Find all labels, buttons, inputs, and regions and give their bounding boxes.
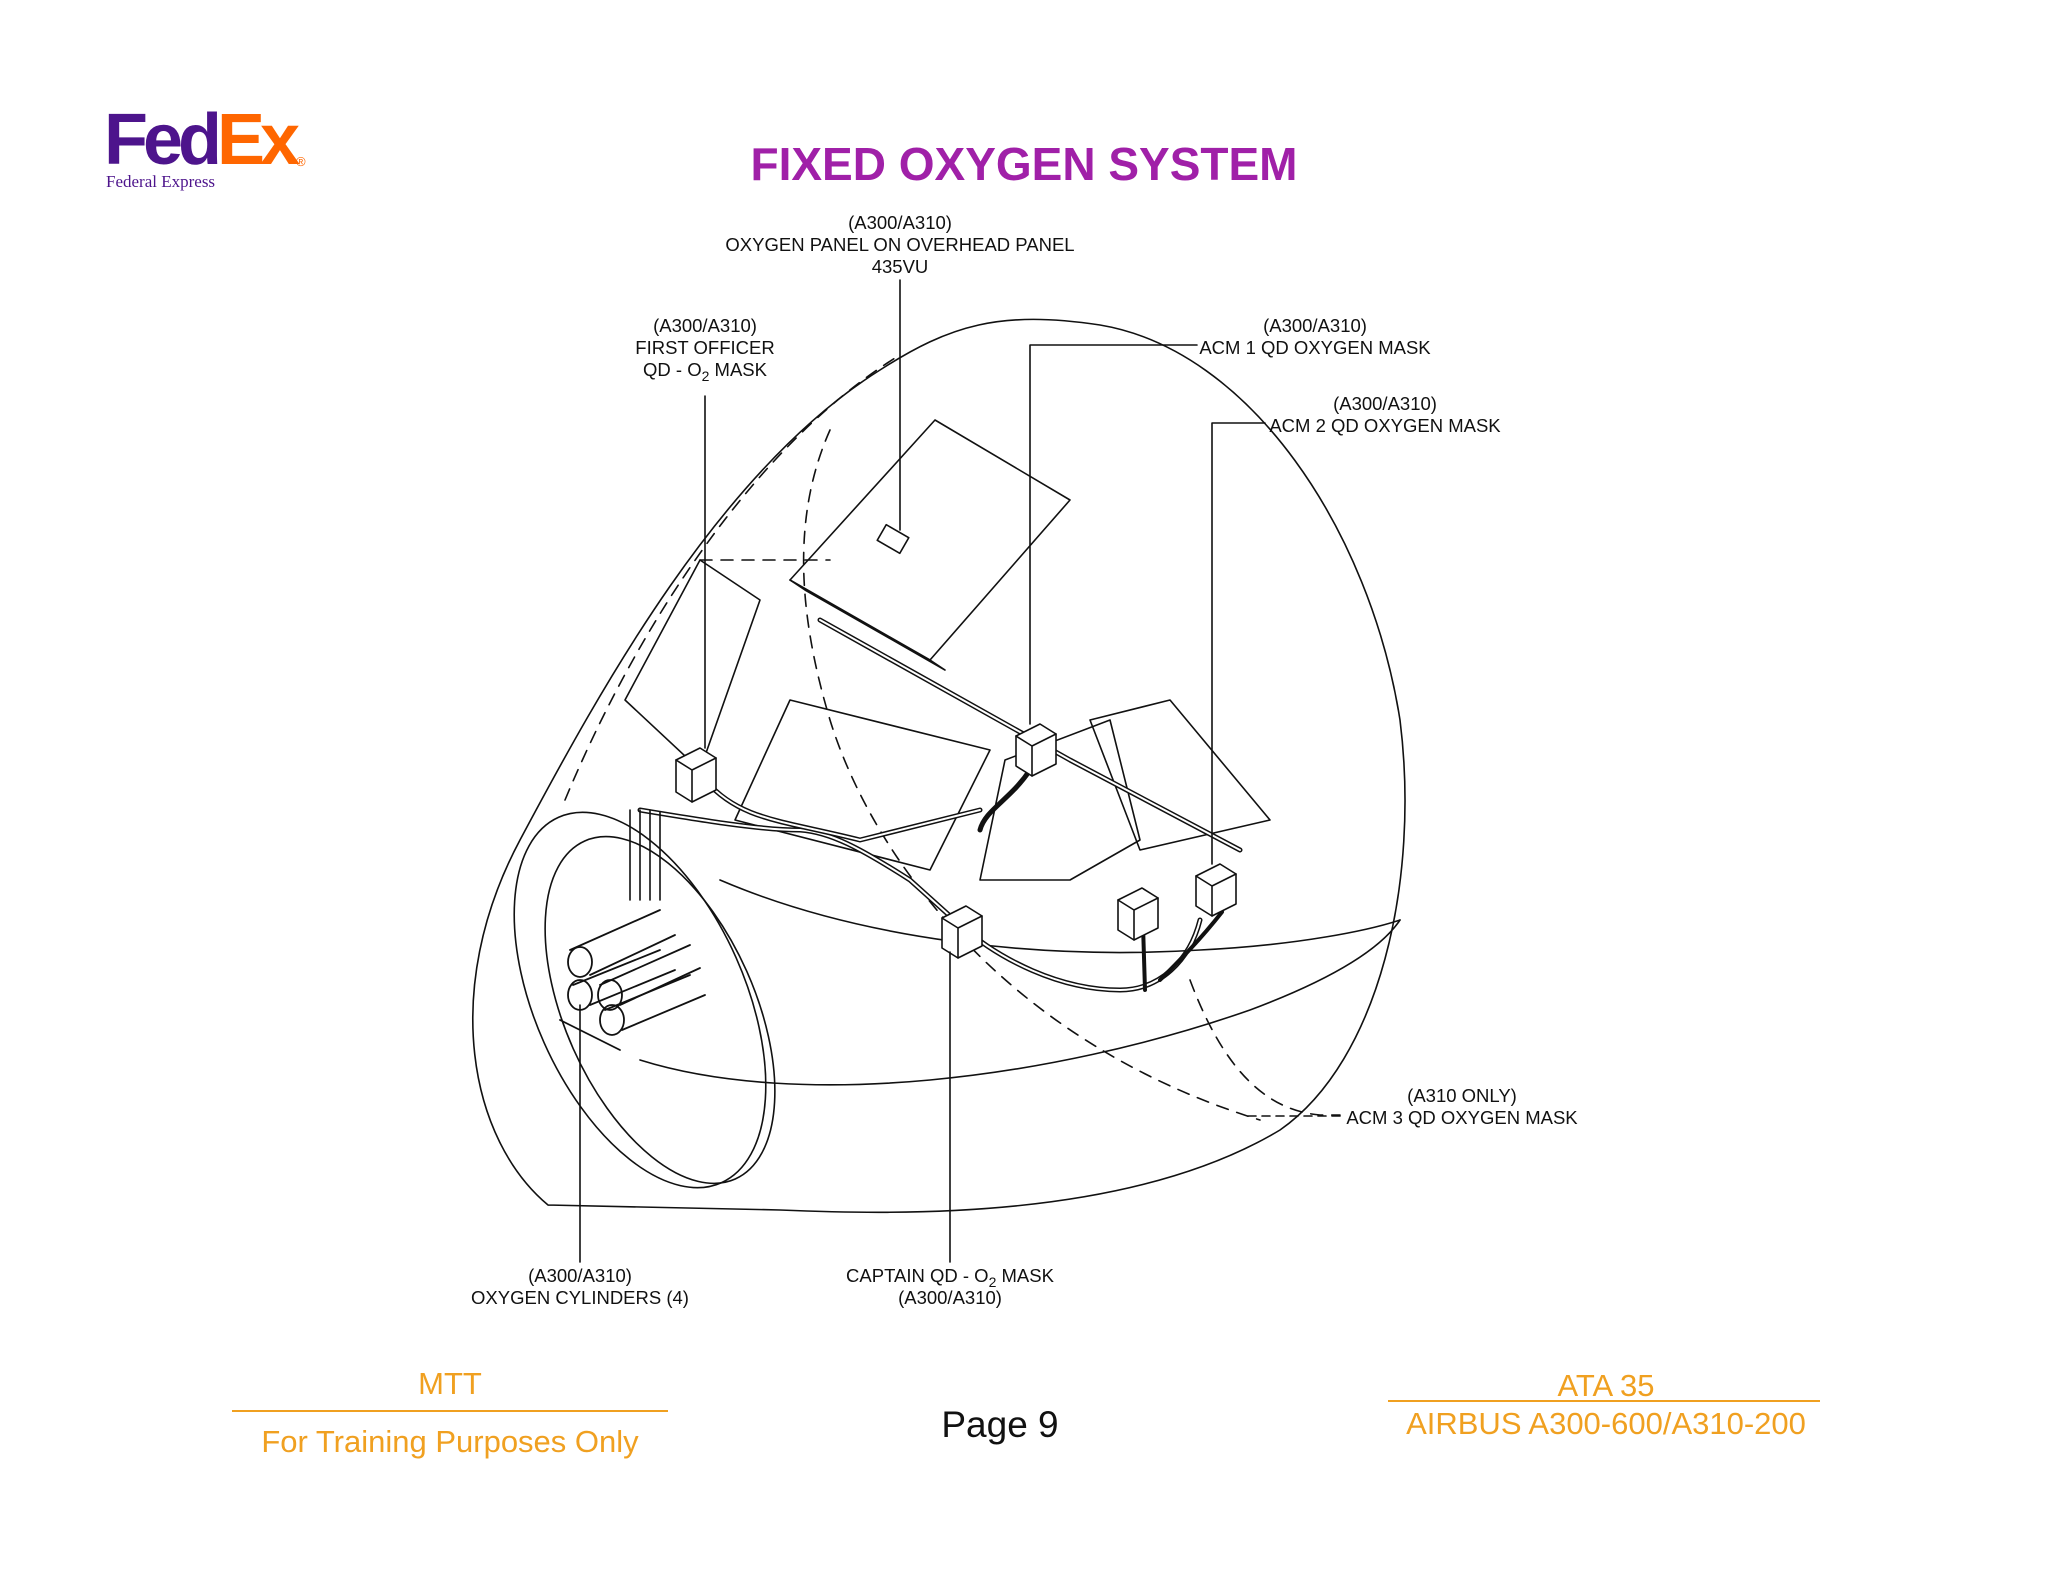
callout-oxygen-panel-line3: 435VU (871, 256, 929, 277)
callout-first-officer-line1: (A300/A310) (653, 315, 757, 336)
leader-acm1 (1029, 344, 1198, 725)
callout-cylinders-line2: OXYGEN CYLINDERS (4) (471, 1287, 689, 1308)
footer-page-number: Page 9 (941, 1404, 1059, 1445)
callout-first-officer-line3-prefix: QD - O (643, 359, 702, 380)
callout-first-officer-line2: FIRST OFFICER (635, 337, 775, 358)
acm1-mask-box (1015, 723, 1057, 777)
callout-acm2: (A300/A310) ACM 2 QD OXYGEN MASK (1265, 393, 1505, 437)
overhead-panel (789, 419, 1071, 661)
fuselage-floor-line (639, 919, 1401, 1086)
acm3-mask-box (1117, 887, 1159, 941)
callout-oxygen-panel-line1: (A300/A310) (848, 212, 952, 233)
overhead-panel-indicator (876, 523, 910, 555)
callout-oxygen-panel-line2: OXYGEN PANEL ON OVERHEAD PANEL (725, 234, 1075, 255)
logo-subtitle: Federal Express (106, 172, 216, 191)
rear-bulkhead-inner (544, 835, 776, 1185)
oxygen-pipe-main (637, 807, 1203, 993)
logo-fed: Fed (104, 100, 222, 180)
callout-acm2-line2: ACM 2 QD OXYGEN MASK (1269, 415, 1501, 436)
logo-wordmark: FedEx (104, 104, 300, 176)
windshield-left (624, 559, 761, 771)
footer-left-rule (232, 1410, 668, 1412)
callout-captain-line1: CAPTAIN QD - O2 MASK (830, 1265, 1070, 1290)
logo-registered-mark: ® (296, 154, 306, 169)
callout-captain-line1-sub: 2 (988, 1274, 997, 1290)
acm2-mask-box (1195, 863, 1237, 917)
first-officer-mask-box (675, 747, 717, 803)
oxygen-pipe-main-inner (639, 809, 1201, 991)
oxygen-pipe-acm2-branch (1158, 910, 1224, 982)
callout-oxygen-panel: (A300/A310) OXYGEN PANEL ON OVERHEAD PAN… (660, 212, 1140, 278)
leader-acm2 (1211, 422, 1266, 865)
callout-captain-line1-prefix: CAPTAIN QD - O (846, 1265, 989, 1286)
callout-captain: CAPTAIN QD - O2 MASK (A300/A310) (830, 1265, 1070, 1309)
fedex-logo: FedEx ® Federal Express (104, 104, 314, 194)
windshield-center (734, 699, 991, 871)
callout-captain-line1-suffix: MASK (996, 1265, 1054, 1286)
callout-first-officer-line3-sub: 2 (701, 368, 710, 384)
callout-acm1-line1: (A300/A310) (1263, 315, 1367, 336)
callout-acm3-line1: (A310 ONLY) (1407, 1085, 1517, 1106)
page-title: FIXED OXYGEN SYSTEM (750, 138, 1298, 190)
captain-mask-box (941, 905, 983, 959)
callout-acm3: (A310 ONLY) ACM 3 QD OXYGEN MASK (1342, 1085, 1582, 1129)
callout-acm1: (A300/A310) ACM 1 QD OXYGEN MASK (1195, 315, 1435, 359)
fuselage-inner-line (564, 354, 901, 801)
callout-acm1-line2: ACM 1 QD OXYGEN MASK (1199, 337, 1431, 358)
fuselage-outer-shell (472, 318, 1406, 1214)
callout-first-officer-line3: QD - O2 MASK (605, 359, 805, 384)
callout-acm3-line2: ACM 3 QD OXYGEN MASK (1346, 1107, 1578, 1128)
callout-acm2-line1: (A300/A310) (1333, 393, 1437, 414)
oxygen-cylinders (559, 909, 706, 1051)
callout-captain-line2: (A300/A310) (898, 1287, 1002, 1308)
overhead-panel-edge (789, 579, 946, 671)
callout-cylinders-line1: (A300/A310) (528, 1265, 632, 1286)
windshield-right-2 (1089, 699, 1271, 851)
windshield-right-1 (979, 719, 1141, 881)
logo-ex: Ex (217, 100, 300, 180)
callout-first-officer-line3-suffix: MASK (709, 359, 767, 380)
oxygen-pipe-acm1-branch (977, 767, 1033, 833)
footer-mtt: MTT (418, 1366, 482, 1401)
footer-right-rule (1388, 1400, 1820, 1402)
fuselage-floor-line-2 (719, 879, 1401, 954)
hidden-line-2 (1189, 979, 1341, 1116)
callout-first-officer: (A300/A310) FIRST OFFICER QD - O2 MASK (605, 315, 805, 384)
oxygen-pipe-vertical (629, 809, 661, 901)
footer-training-notice: For Training Purposes Only (261, 1424, 639, 1459)
oxygen-pipe-upper-inner (819, 619, 1241, 851)
footer-aircraft-model: AIRBUS A300-600/A310-200 (1406, 1406, 1806, 1441)
hidden-line-1 (802, 429, 1261, 1121)
footer-ata-chapter: ATA 35 (1557, 1368, 1655, 1403)
oxygen-pipe-left-branch-inner (704, 779, 981, 841)
callout-cylinders: (A300/A310) OXYGEN CYLINDERS (4) (460, 1265, 700, 1309)
